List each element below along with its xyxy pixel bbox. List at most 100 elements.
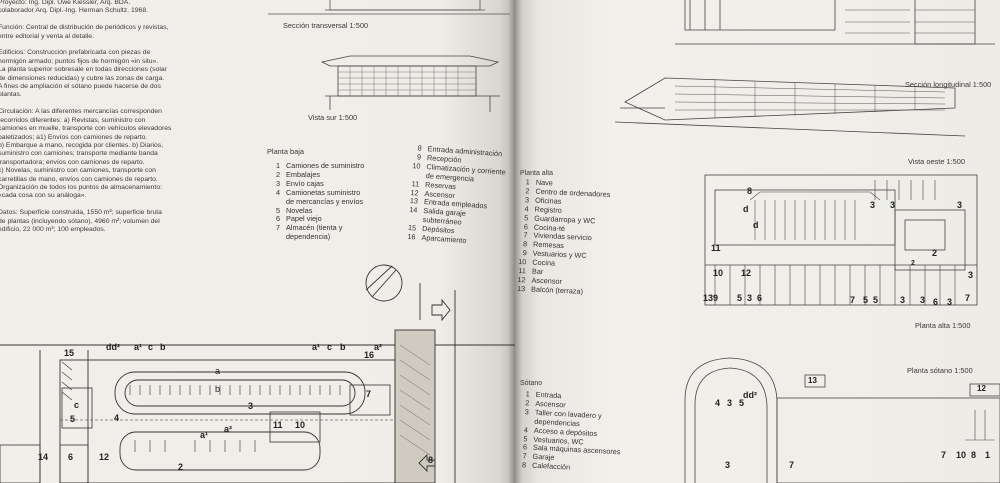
plan-label: 7 [850, 295, 856, 305]
plan-label: 3 [890, 200, 896, 210]
project-text-line: b) Embarque a mano, recogida por cliente… [0, 141, 164, 149]
plan-label: 13 [808, 376, 817, 385]
plan-label: dd² [106, 342, 120, 352]
plan-label: b [215, 384, 221, 394]
plan-label: 7 [941, 450, 947, 460]
project-text-line: hormigón armado; puntos fijos de hormigó… [0, 57, 159, 65]
plan-label: 5 [739, 398, 745, 408]
legend-number: 1 [275, 161, 280, 170]
plan-label: 6 [68, 452, 74, 462]
plan-label: 7 [366, 389, 372, 399]
plan-label: dd² [743, 390, 757, 400]
plan-label: 14 [38, 452, 49, 462]
caption-seccion-transversal: Sección transversal 1:500 [283, 21, 369, 30]
caption-vista-sur: Vista sur 1:500 [308, 113, 358, 122]
legend-text: Novelas [286, 205, 313, 215]
project-text-line: Circulación: A las diferentes mercancías… [0, 108, 162, 116]
legend-text: Camionetas suministro [286, 187, 361, 197]
plan-label: 3 [248, 401, 254, 411]
legend-row: 3 Envío cajas [270, 178, 364, 189]
legend-row: 2 Embalajes [270, 169, 364, 180]
plan-label: 1 [985, 450, 991, 460]
plan-label: d [743, 204, 749, 214]
project-text-line: La planta superior sobresale en todas di… [0, 66, 167, 74]
plan-label: a¹ [134, 342, 143, 352]
project-description: Proyecto: Ing. Dipl. Uwe Kiessler, Arq. … [0, 0, 171, 234]
legend-row: de mercancías y envíos [270, 196, 364, 207]
plan-label: 2 [911, 260, 915, 267]
legend-text: dependencia) [286, 232, 331, 242]
plan-label: c [74, 400, 80, 410]
plan-label: 15 [64, 348, 75, 358]
caption-vista-oeste: Vista oeste 1:500 [908, 157, 965, 166]
project-text-line: paletizados; a1) Envíos con camiones de … [0, 133, 148, 141]
legend-text: Camiones de suministro [286, 161, 365, 170]
caption-planta-sotano: Planta sótano 1:500 [907, 366, 973, 375]
legend-text: Calefacción [531, 460, 571, 472]
legend-number: 3 [275, 178, 280, 188]
plan-label: 3 [725, 460, 731, 470]
sotano-title: Sótano [520, 380, 543, 387]
plan-label: 8 [747, 186, 753, 196]
legend-text: Envío cajas [286, 178, 324, 188]
plan-label: 6 [933, 297, 939, 307]
plan-label: 8 [428, 455, 434, 465]
legend-number: 2 [275, 169, 280, 179]
plan-label: 11 [711, 243, 721, 253]
project-text-line: edificio, 22 000 m³; 100 empleados. [0, 225, 106, 233]
project-text-line: plantas. [0, 91, 22, 99]
plan-label: 5 [873, 295, 879, 305]
legend-number: 7 [275, 223, 280, 233]
plan-label: a¹ [312, 342, 321, 352]
plan-label: 13 [703, 293, 714, 303]
legend-row: 1 Camiones de suministro [270, 161, 365, 171]
project-text-line: c) Novelas, suministro con camiones, tra… [0, 167, 156, 175]
plan-label: 10 [713, 268, 724, 278]
plan-label: a² [224, 424, 233, 434]
legend-text: de mercancías y envíos [286, 196, 364, 206]
plan-label: 3 [947, 297, 953, 307]
plan-label: 8 [971, 450, 977, 460]
left-page: Proyecto: Ing. Dipl. Uwe Kiessler, Arq. … [0, 0, 515, 483]
plan-label: 10 [956, 450, 967, 460]
legend-text: Embalajes [286, 169, 321, 179]
project-text-line: Edificios: Construcción prefabricada con… [0, 49, 151, 57]
project-text-line: colaborador Arq. Dipl.-Ing. Herman Schul… [0, 7, 148, 15]
plan-label: a¹ [200, 430, 209, 440]
plan-label: a² [374, 342, 383, 352]
plan-label: 2 [932, 248, 938, 258]
plan-label: 5 [863, 295, 869, 305]
legend-number: 5 [275, 205, 280, 215]
plan-label: d [753, 220, 759, 230]
book-gutter [508, 0, 522, 483]
legend-row: dependencia) [270, 232, 364, 242]
plan-label: 3 [747, 293, 753, 303]
plan-label: 10 [295, 420, 306, 430]
plan-label: 11 [273, 420, 283, 430]
caption-seccion-longitudinal: Sección longitudinal 1:500 [905, 80, 992, 89]
plan-label: 7 [965, 293, 971, 303]
legend-number: 16 [407, 231, 416, 242]
plan-label: 7 [789, 460, 795, 470]
plan-label: 4 [715, 398, 721, 408]
plan-label: 12 [977, 384, 986, 393]
planta-baja-title: Planta baja [267, 147, 304, 156]
project-text-line: suministro con camiones; transporte medi… [0, 150, 158, 158]
project-text-line: «cada cosa con su análoga». [0, 192, 87, 200]
project-text-line: transportadora; envíos con camiones de r… [0, 158, 145, 166]
right-drawings [614, 0, 1000, 483]
legend-text: Almacén (tienta y [286, 223, 343, 233]
plan-label: 5 [737, 293, 743, 303]
legend-row: 7 Almacén (tienta y [270, 223, 364, 233]
plan-label: b [160, 342, 166, 352]
planta-alta-title: Planta alta [520, 170, 554, 177]
project-text-line: carretillas de mano, envíos con camiones… [0, 175, 158, 183]
project-text-line: de plantas (incluyendo sótano), 4960 m²;… [0, 217, 160, 225]
legend-row: 5 Novelas [270, 205, 364, 216]
plan-label: 6 [757, 293, 763, 303]
plan-label: 5 [70, 414, 76, 424]
